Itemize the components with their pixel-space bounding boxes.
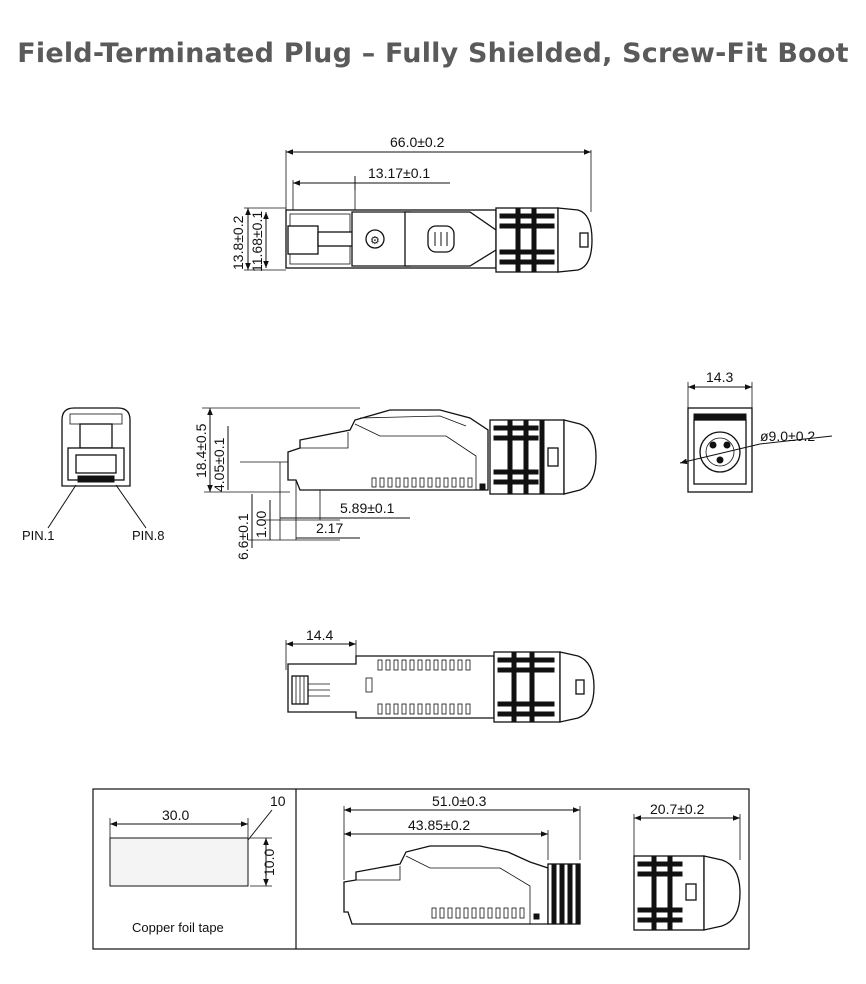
dim-tape-width: 10.0	[261, 849, 277, 876]
dim-tip: 2.17	[316, 520, 343, 536]
dim-latch-length: 13.17±0.1	[368, 165, 430, 181]
dim-housing-inner: 43.85±0.2	[408, 817, 470, 833]
dim-height-outer: 13.8±0.2	[230, 215, 246, 270]
page-title: Field-Terminated Plug – Fully Shielded, …	[17, 38, 849, 69]
dim-step: 1.00	[253, 511, 269, 538]
dim-nose-length: 14.4	[306, 627, 333, 643]
dim-cable-diameter: ø9.0±0.2	[760, 428, 815, 444]
dim-end-width: 14.3	[706, 369, 733, 385]
bottom-slot-row-top	[377, 659, 471, 671]
housing-slot-row	[431, 907, 540, 920]
top-view: 66.0±0.2 13.17±0.1 13.8±0.2 11.68±0.1 ⚙	[230, 134, 593, 273]
bottom-slot-row-bottom	[377, 703, 471, 715]
dim-contact-pos: 5.89±0.1	[340, 500, 395, 516]
dim-housing-length: 51.0±0.3	[432, 793, 487, 809]
dim-height-inner: 11.68±0.1	[249, 211, 265, 272]
side-slot-row	[371, 477, 486, 490]
dim-overall-length: 66.0±0.2	[390, 134, 445, 150]
boot-panel: 20.7±0.2	[633, 801, 741, 931]
dim-side-height: 18.4±0.5	[193, 423, 209, 478]
tape-caption: Copper foil tape	[132, 920, 224, 935]
end-view: 14.3 ø9.0±0.2	[679, 369, 833, 493]
accessory-frame	[92, 788, 750, 950]
dim-contact-height: 4.05±0.1	[211, 437, 227, 492]
dim-tape-length: 30.0	[162, 807, 189, 823]
svg-text:⚙: ⚙	[370, 235, 380, 247]
dim-tape-corner: 10	[270, 793, 286, 809]
housing-panel: 51.0±0.3 43.85±0.2	[343, 793, 581, 925]
pin-1-label: PIN.1	[22, 528, 55, 543]
dim-boot-length: 20.7±0.2	[650, 801, 705, 817]
pin-8-label: PIN.8	[132, 528, 165, 543]
side-view: 18.4±0.5 4.05±0.1 6.6±0.1 1.00 5.89±0.1 …	[193, 407, 597, 560]
front-view: PIN.1 PIN.8	[22, 407, 165, 543]
bottom-view: 14.4	[285, 627, 595, 723]
dim-bottom-offset: 6.6±0.1	[235, 513, 251, 560]
copper-tape-panel: 30.0 10 10.0 Copper foil tape	[109, 793, 286, 935]
